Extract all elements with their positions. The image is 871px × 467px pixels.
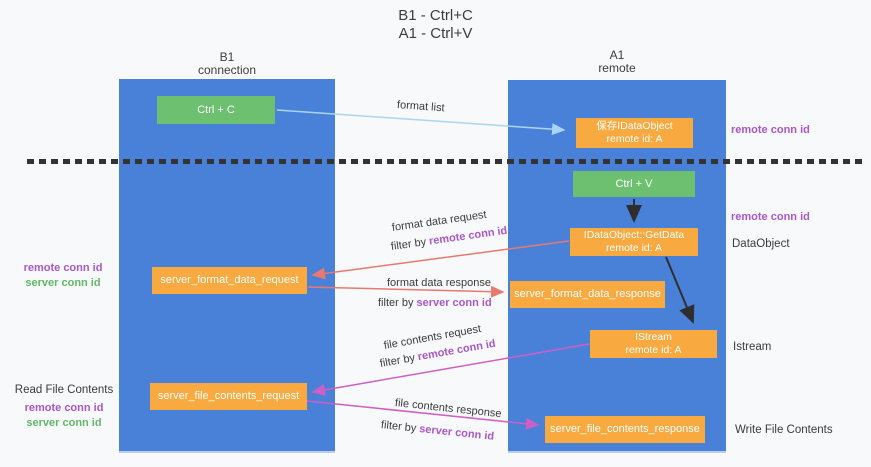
annotation-dataobject: DataObject bbox=[732, 238, 790, 250]
node-ctrl-c-label: Ctrl + C bbox=[197, 103, 235, 116]
annotation-server-conn-id-left: server conn id bbox=[25, 277, 101, 289]
annotation-remote-conn-id-top: remote conn id bbox=[731, 124, 810, 136]
annotation-istream: Istream bbox=[733, 341, 772, 353]
node-idataobject-getdata: IDataObject::GetData remote id: A bbox=[570, 228, 698, 256]
remote-conn-id-text: remote conn id bbox=[428, 224, 509, 248]
lane-a1-name: A1 bbox=[609, 48, 625, 62]
lane-header-b1: B1 connection bbox=[119, 51, 335, 77]
node-server-format-data-request-label: server_format_data_request bbox=[160, 274, 299, 286]
title-line-2: A1 - Ctrl+V bbox=[398, 25, 473, 42]
node-ctrl-v-label: Ctrl + V bbox=[615, 177, 653, 190]
lane-b1-subtitle: connection bbox=[197, 63, 257, 77]
lane-b1-name: B1 bbox=[219, 50, 235, 64]
label-format-data-response: format data response bbox=[387, 277, 491, 289]
annotation-remote-conn-id-mid: remote conn id bbox=[731, 211, 810, 223]
annotation-write-file-contents: Write File Contents bbox=[735, 424, 833, 436]
node-istream-line1: IStream bbox=[635, 331, 672, 343]
annotation-read-file-contents: Read File Contents bbox=[14, 384, 114, 396]
node-save-idataobject-line2: remote id: A bbox=[606, 133, 663, 145]
title-line-1: B1 - Ctrl+C bbox=[398, 7, 473, 24]
phase-divider-line bbox=[27, 159, 862, 164]
node-save-idataobject-line1: 保存IDataObject bbox=[596, 120, 673, 132]
node-ctrl-v: Ctrl + V bbox=[573, 171, 695, 197]
filter-by-text: filter by bbox=[378, 351, 416, 370]
node-server-format-data-response-label: server_format_data_response bbox=[514, 288, 661, 300]
filter-by-text: filter by bbox=[378, 297, 414, 309]
label-format-list: format list bbox=[396, 99, 445, 115]
node-istream-line2: remote id: A bbox=[625, 344, 682, 356]
lane-a1-subtitle: remote bbox=[598, 61, 636, 75]
node-server-file-contents-request-label: server_file_contents_request bbox=[157, 390, 300, 402]
annotation-left-mid: remote conn id server conn id bbox=[8, 261, 118, 291]
node-idataobject-getdata-line2: remote id: A bbox=[605, 242, 663, 254]
diagram-title: B1 - Ctrl+C A1 - Ctrl+V bbox=[0, 7, 871, 43]
server-conn-id-text: server conn id bbox=[416, 297, 492, 309]
node-server-file-contents-request: server_file_contents_request bbox=[150, 383, 307, 410]
node-save-idataobject: 保存IDataObject remote id: A bbox=[576, 118, 693, 148]
node-server-file-contents-response: server_file_contents_response bbox=[545, 416, 705, 443]
lane-header-a1: A1 remote bbox=[508, 49, 726, 75]
node-server-format-data-request: server_format_data_request bbox=[152, 267, 307, 294]
annotation-remote-conn-id-left-bottom: remote conn id bbox=[24, 402, 104, 414]
label-file-contents-response: file contents response bbox=[394, 397, 503, 421]
annotation-left-bottom: Read File Contents remote conn id server… bbox=[8, 383, 120, 431]
filter-by-text: filter by bbox=[380, 419, 417, 435]
node-istream: IStream remote id: A bbox=[590, 330, 717, 358]
filter-by-text: filter by bbox=[390, 236, 427, 253]
node-ctrl-c: Ctrl + C bbox=[157, 96, 275, 124]
node-server-file-contents-response-label: server_file_contents_response bbox=[550, 423, 700, 435]
server-conn-id-text: server conn id bbox=[418, 423, 495, 443]
node-server-format-data-response: server_format_data_response bbox=[510, 281, 665, 308]
annotation-remote-conn-id-left: remote conn id bbox=[23, 262, 103, 274]
node-idataobject-getdata-line1: IDataObject::GetData bbox=[583, 229, 685, 241]
annotation-server-conn-id-left-bottom: server conn id bbox=[26, 417, 102, 429]
